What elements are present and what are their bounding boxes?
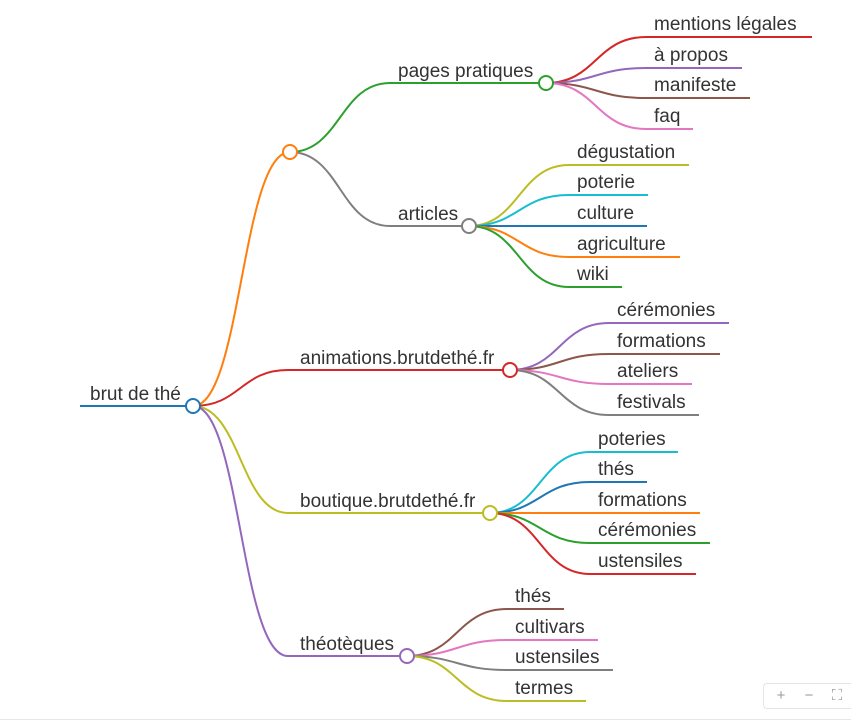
node-toggle-root[interactable] <box>185 398 201 414</box>
pages-pratiques-link-faq <box>545 82 647 130</box>
fit-view-icon[interactable]: ⛶ <box>831 687 843 704</box>
theoteques-leaf-ustensiles: ustensiles <box>515 647 600 668</box>
animations-brutdethe-fr-link-ceremonies <box>509 322 610 371</box>
boutique-brutdethe-fr-link-ustensiles <box>489 512 591 575</box>
branch-label-boutique-brutdethe-fr: boutique.brutdethé.fr <box>300 491 476 512</box>
boutique-brutdethe-fr-link-thes <box>489 481 591 514</box>
branch-label-theoteques: théotèques <box>300 634 394 655</box>
pages-pratiques-leaf-faq: faq <box>654 106 680 127</box>
boutique-brutdethe-fr-leaf-ceremonies: cérémonies <box>598 520 696 541</box>
articles-link-degustation <box>468 164 570 227</box>
boutique-brutdethe-fr-link-poteries <box>489 451 591 514</box>
boutique-brutdethe-fr-leaf-ustensiles: ustensiles <box>598 551 683 572</box>
articles-link-agriculture <box>468 225 570 258</box>
articles-leaf-poterie: poterie <box>577 172 635 193</box>
articles-leaf-agriculture: agriculture <box>577 234 666 255</box>
animations-brutdethe-fr-leaf-formations: formations <box>617 331 706 352</box>
pages-pratiques-link-mentions-legales <box>545 36 647 84</box>
articles-leaf-wiki: wiki <box>576 264 609 285</box>
branch-link-animations-brutdethe-fr <box>192 369 289 407</box>
zoom-toolbar: + − ⛶ <box>763 683 851 709</box>
pages-pratiques-leaf-manifeste: manifeste <box>654 75 736 96</box>
articles-link-poterie <box>468 194 570 227</box>
zoom-out-icon[interactable]: − <box>804 687 814 704</box>
articles-leaf-culture: culture <box>577 203 634 224</box>
boutique-brutdethe-fr-leaf-formations: formations <box>598 490 687 511</box>
animations-brutdethe-fr-link-festivals <box>509 369 610 416</box>
node-toggle-group-0[interactable] <box>282 144 298 160</box>
sub-link-pages-pratiques <box>289 82 391 153</box>
branch-link-theoteques <box>192 405 289 657</box>
theoteques-leaf-thes: thés <box>515 586 551 607</box>
node-toggle-articles[interactable] <box>461 218 477 234</box>
branch-link-group-0 <box>192 151 291 407</box>
articles-link-wiki <box>468 225 570 288</box>
theoteques-link-thes <box>406 608 508 657</box>
node-toggle-pages-pratiques[interactable] <box>538 75 554 91</box>
theoteques-link-termes <box>406 655 508 702</box>
boutique-brutdethe-fr-leaf-poteries: poteries <box>598 429 666 450</box>
boutique-brutdethe-fr-link-ceremonies <box>489 512 591 544</box>
theoteques-leaf-termes: termes <box>515 678 573 699</box>
zoom-in-icon[interactable]: + <box>776 687 786 704</box>
animations-brutdethe-fr-leaf-ateliers: ateliers <box>617 361 678 382</box>
node-toggle-boutique-brutdethe-fr[interactable] <box>482 505 498 521</box>
bottom-divider <box>0 719 851 720</box>
pages-pratiques-leaf-mentions-legales: mentions légales <box>654 14 797 35</box>
node-toggle-animations-brutdethe-fr[interactable] <box>502 362 518 378</box>
animations-brutdethe-fr-leaf-ceremonies: cérémonies <box>617 300 715 321</box>
root-label: brut de thé <box>90 384 181 405</box>
animations-brutdethe-fr-leaf-festivals: festivals <box>617 392 686 413</box>
theoteques-leaf-cultivars: cultivars <box>515 617 585 638</box>
branch-label-animations-brutdethe-fr: animations.brutdethé.fr <box>300 348 495 369</box>
articles-leaf-degustation: dégustation <box>577 142 675 163</box>
node-toggle-theoteques[interactable] <box>399 648 415 664</box>
sub-link-articles <box>289 151 391 227</box>
branch-link-boutique-brutdethe-fr <box>192 405 289 514</box>
sub-label-pages-pratiques: pages pratiques <box>398 61 533 82</box>
boutique-brutdethe-fr-leaf-thes: thés <box>598 459 634 480</box>
sub-label-articles: articles <box>398 204 458 225</box>
pages-pratiques-leaf-a-propos: à propos <box>654 45 728 66</box>
